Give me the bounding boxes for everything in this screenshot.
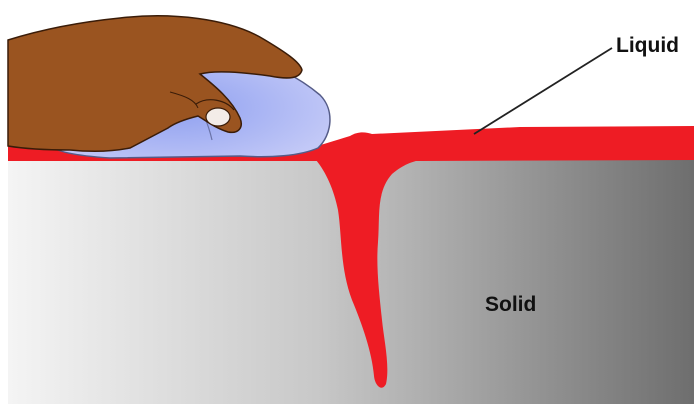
thumbnail [206,108,230,126]
solid-label: Solid [485,293,536,317]
liquid-leader-line [474,48,612,134]
liquid-label: Liquid [616,34,679,58]
